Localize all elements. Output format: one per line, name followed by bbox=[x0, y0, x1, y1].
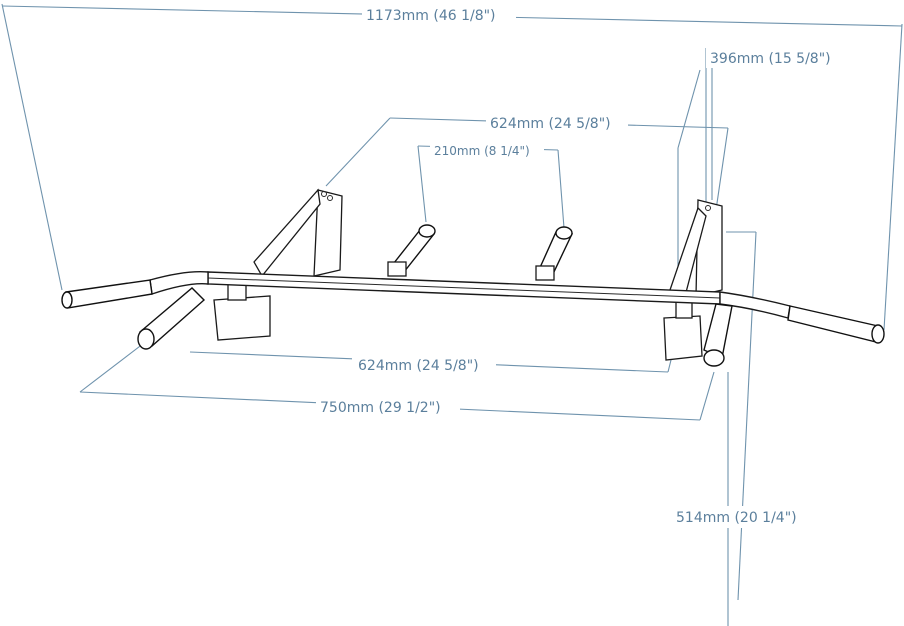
right-outer-grip-cap bbox=[871, 324, 885, 344]
parallel-handle-right-sleeve bbox=[535, 265, 555, 281]
parallel-handle-right-cap bbox=[555, 226, 573, 240]
label-depth: 396mm (15 5/8") bbox=[710, 51, 831, 67]
pull-up-bar-drawing bbox=[61, 188, 885, 367]
dimension-lines bbox=[1, 3, 903, 626]
dim-handle-left-extension bbox=[417, 145, 427, 223]
dim-handle-right-extension bbox=[557, 149, 565, 229]
right-outer-grip bbox=[787, 305, 879, 343]
dim-overall-right-extension bbox=[883, 23, 903, 331]
right-mount-block bbox=[663, 315, 703, 361]
left-outer-grip bbox=[65, 279, 153, 309]
parallel-handle-left-sleeve bbox=[387, 261, 407, 277]
left-bend-tube bbox=[149, 270, 209, 295]
dim-mount-right-extension bbox=[699, 371, 715, 421]
dim-overall-left-extension bbox=[1, 3, 63, 291]
right-front-handle bbox=[703, 303, 733, 359]
label-mount-width: 750mm (29 1/2") bbox=[320, 400, 441, 416]
left-mount-block bbox=[213, 295, 271, 341]
label-overall-width: 1173mm (46 1/8") bbox=[366, 8, 496, 24]
left-mount-clamp bbox=[227, 283, 247, 301]
crossbar-highlight bbox=[207, 277, 721, 299]
label-inner-span-bottom: 624mm (24 5/8") bbox=[358, 358, 479, 374]
dim-depth-line bbox=[677, 69, 701, 149]
left-arm bbox=[253, 188, 321, 278]
dimension-labels: 1173mm (46 1/8") 396mm (15 5/8") 624mm (… bbox=[316, 4, 848, 528]
left-bolt-hole-top bbox=[321, 191, 327, 197]
parallel-handle-left-cap bbox=[418, 224, 436, 238]
left-outer-grip-cap bbox=[61, 291, 73, 309]
right-front-handle-cap bbox=[703, 349, 725, 367]
left-wall-plate bbox=[313, 189, 343, 277]
label-handle-spacing: 210mm (8 1/4") bbox=[434, 144, 530, 158]
left-bolt-hole-inner bbox=[327, 195, 333, 201]
left-front-handle-cap bbox=[137, 328, 155, 350]
dim-mount-left-extension bbox=[79, 339, 149, 393]
dim-inner-top-left-extension bbox=[325, 117, 391, 187]
label-inner-span-top: 624mm (24 5/8") bbox=[490, 116, 611, 132]
dim-inner-top-right-extension bbox=[715, 127, 729, 211]
dim-height-line bbox=[737, 231, 757, 601]
right-bolt-hole bbox=[705, 205, 711, 211]
label-wall-height: 514mm (20 1/4") bbox=[676, 510, 797, 526]
